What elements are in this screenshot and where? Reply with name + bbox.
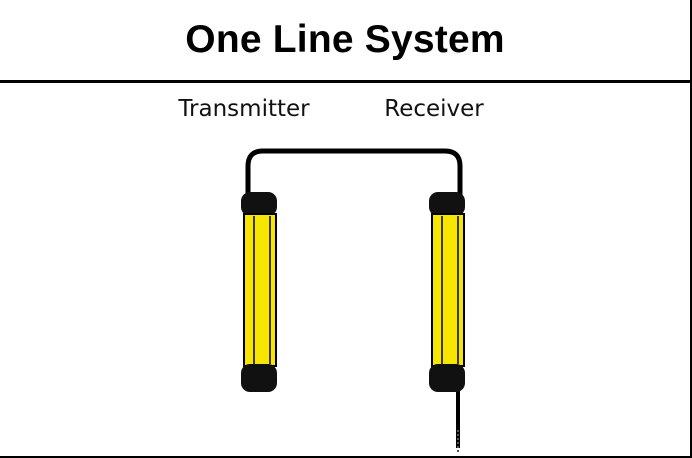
receiver-top-cap — [429, 192, 465, 216]
header-bar: One Line System — [0, 0, 690, 83]
receiver-body — [431, 213, 465, 367]
connecting-cable — [245, 148, 463, 203]
receiver-unit — [429, 192, 465, 392]
page-title: One Line System — [185, 18, 505, 61]
transmitter-unit — [241, 192, 277, 392]
transmitter-label: Transmitter — [178, 96, 310, 122]
transmitter-top-cap — [241, 192, 277, 216]
transmitter-body — [243, 213, 277, 367]
receiver-label: Receiver — [384, 96, 484, 122]
transmitter-bottom-cap — [241, 364, 277, 392]
receiver-bottom-cap — [429, 364, 465, 392]
